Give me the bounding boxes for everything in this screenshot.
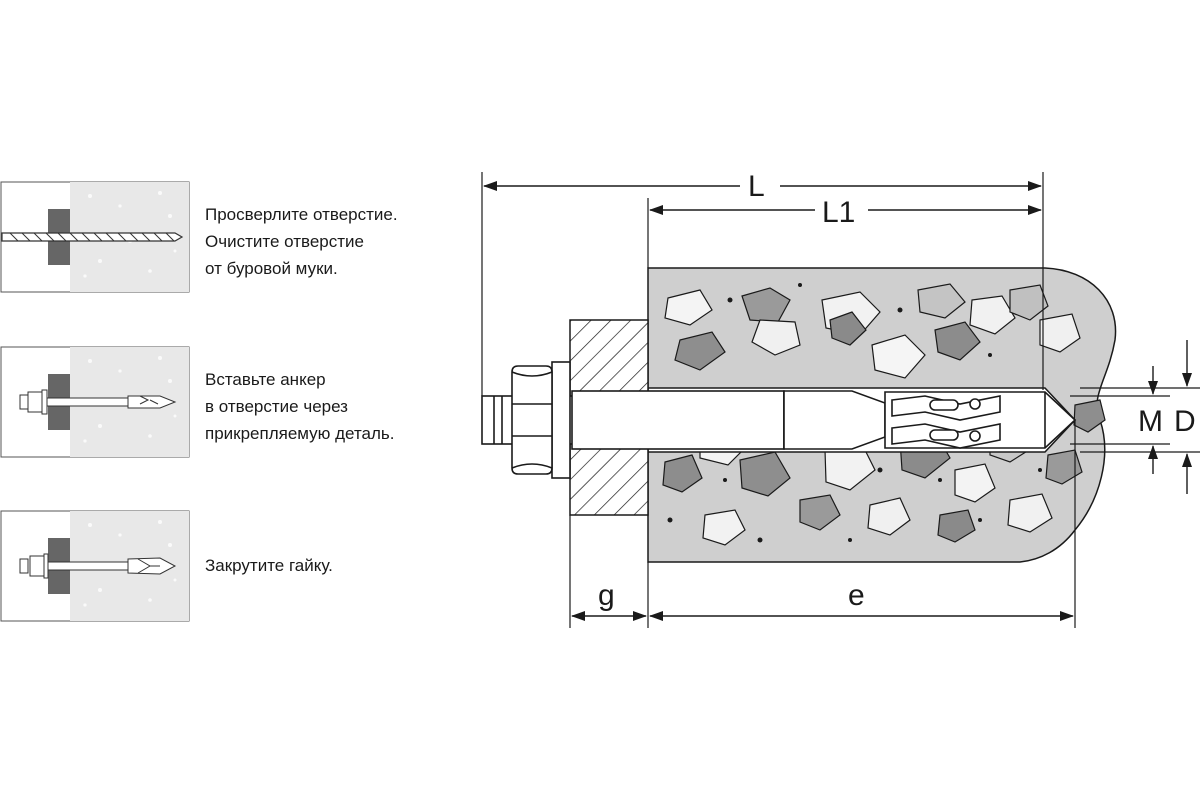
dimension-M: M (1138, 366, 1163, 474)
drill-bit-icon (0, 181, 190, 293)
step-1-illustration (0, 181, 190, 293)
dimension-e: e (649, 579, 1074, 621)
dimension-M-label: M (1138, 405, 1163, 438)
step-1-line-2: Очистите отверстие (205, 232, 364, 251)
dimension-L-label: L (748, 170, 765, 203)
extension-lines (481, 172, 1200, 628)
anchor-bolt (481, 390, 1077, 450)
hex-nut (511, 365, 553, 475)
step-1-text: Просверлите отверстие. Очистите отверсти… (205, 201, 398, 282)
step-2-text: Вставьте анкер в отверстие через прикреп… (205, 366, 395, 447)
step-2-line-1: Вставьте анкер (205, 370, 326, 389)
step-1-line-1: Просверлите отверстие. (205, 205, 398, 224)
dimension-g: g (571, 579, 647, 621)
step-3-illustration (0, 510, 190, 622)
step-2-line-2: в отверстие через (205, 397, 348, 416)
step-3-line-1: Закрутите гайку. (205, 556, 333, 575)
dimension-D-label: D (1174, 405, 1196, 438)
dimension-L1: L1 (649, 196, 1042, 229)
step-1-line-3: от буровой муки. (205, 259, 338, 278)
step-2-illustration (0, 346, 190, 458)
anchor-insert-icon (0, 346, 190, 458)
step-3-text: Закрутите гайку. (205, 552, 333, 579)
dimension-L: L (483, 170, 1042, 203)
dimension-L1-label: L1 (822, 196, 855, 229)
nut-tighten-icon (0, 510, 190, 622)
dimension-g-label: g (598, 579, 615, 612)
step-2-line-3: прикрепляемую деталь. (205, 424, 395, 443)
dimension-D: D (1174, 340, 1196, 494)
dimension-e-label: e (848, 579, 865, 612)
washer (551, 361, 571, 479)
concrete-speckles (667, 283, 1042, 543)
